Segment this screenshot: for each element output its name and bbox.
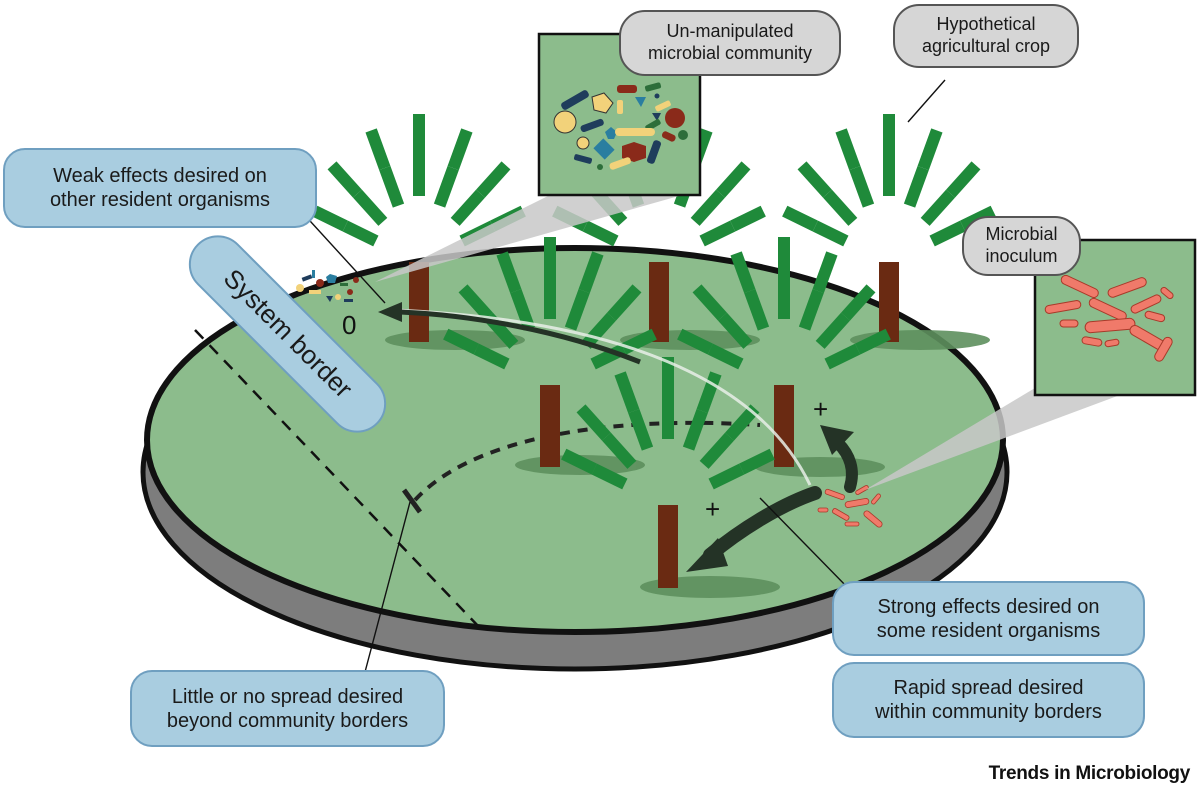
strong-effect-arrowhead-upper — [820, 425, 854, 455]
spread-path — [394, 308, 812, 486]
plus-symbol-upper: + — [813, 394, 829, 424]
strong-effect-arrow-upper — [832, 437, 858, 493]
community-border-tick — [401, 488, 423, 514]
inoculum-callout-wedge — [865, 388, 1120, 490]
leader-lines — [299, 79, 946, 673]
system-border-line — [194, 329, 481, 629]
hypothetical-crop-label: Hypothetical agricultural crop — [893, 4, 1079, 68]
journal-footer: Trends in Microbiology — [988, 763, 1191, 784]
rapid-spread-label: Rapid spread desired within community bo… — [832, 662, 1145, 738]
leader-little-spread — [364, 501, 411, 673]
plant-back-left — [312, 114, 526, 342]
community-callout-wedge — [375, 190, 700, 282]
strong-effects-label: Strong effects desired on some resident … — [832, 581, 1145, 656]
resident-community-small — [296, 270, 359, 302]
leader-crop — [907, 79, 946, 123]
leader-weak-effects — [299, 209, 386, 304]
weak-effects-label: Weak effects desired on other resident o… — [3, 148, 317, 228]
microbial-inoculum-label: Microbial inoculum — [962, 216, 1081, 276]
plant-middle-left — [443, 237, 657, 467]
weak-effect-arrow — [399, 309, 641, 365]
inoculum-cluster-small — [817, 485, 883, 528]
plant-middle-right — [677, 237, 891, 467]
zero-effect-symbol: 0 — [342, 310, 357, 340]
plant-back-right — [782, 114, 996, 342]
field-surface — [144, 245, 1006, 635]
plus-symbol-lower: + — [705, 494, 721, 524]
little-spread-label: Little or no spread desired beyond commu… — [130, 670, 445, 747]
unmanipulated-community-label: Un-manipulated microbial community — [619, 10, 841, 76]
plant-front — [561, 357, 775, 588]
weak-effect-arrowhead — [378, 302, 402, 322]
plant-back-center — [552, 114, 766, 342]
strong-effect-arrowhead-lower — [686, 538, 728, 572]
leader-strong-effects — [759, 497, 851, 591]
